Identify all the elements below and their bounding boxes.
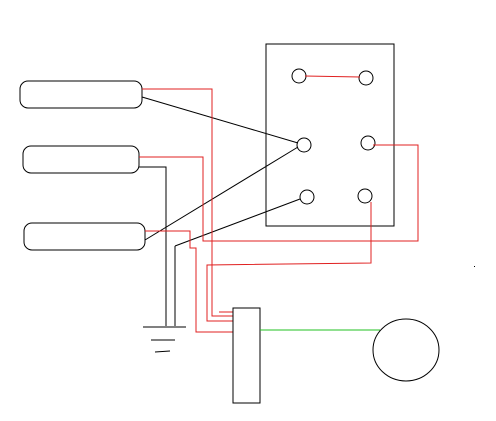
red-wire-middle-pickup <box>139 144 419 242</box>
black-wire-to-bottom-terminal <box>174 198 301 247</box>
red-wire-bottom-pickup <box>145 230 233 333</box>
switch-plate <box>265 43 395 227</box>
output-jack-block <box>232 307 261 404</box>
pickup-middle <box>22 145 140 174</box>
switch-terminal-top-left <box>291 68 307 84</box>
red-wire-switch-output <box>206 202 372 322</box>
output-circle <box>372 318 440 382</box>
pickup-top <box>19 80 143 109</box>
pickup-bottom <box>23 222 146 251</box>
black-wire-top-pickup <box>141 96 299 144</box>
switch-terminal-top-right <box>358 70 374 86</box>
black-wire-bottom-pickup <box>144 146 299 241</box>
red-wire-top-pickup <box>142 88 233 317</box>
switch-terminal-middle-left <box>296 137 312 153</box>
switch-terminal-middle-right <box>360 135 376 151</box>
switch-terminal-bottom-left <box>299 189 315 205</box>
black-ground-wire-middle-pickup <box>139 166 167 326</box>
red-wire-top-jumper <box>304 75 361 78</box>
stray-dot <box>474 266 475 267</box>
switch-terminal-bottom-right <box>357 188 373 204</box>
ground-symbol <box>143 326 186 353</box>
